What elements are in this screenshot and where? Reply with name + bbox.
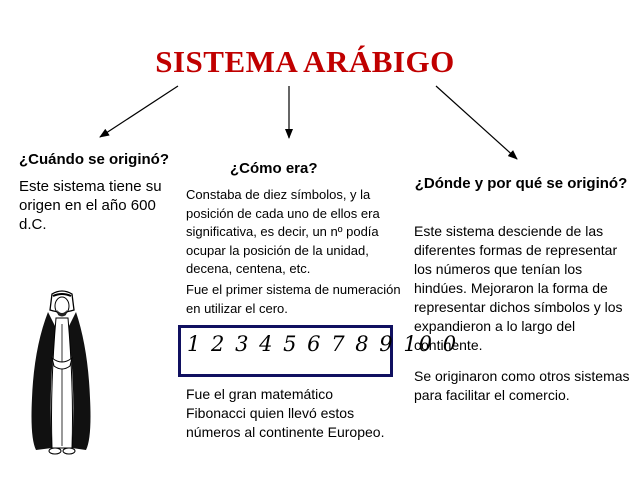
- question-where-why: ¿Dónde y por qué se originó?: [414, 175, 628, 192]
- fibonacci-text: Fue el gran matemático Fibonacci quien l…: [186, 386, 385, 440]
- arabic-numerals: 1 2 3 4 5 6 7 8 9 10 0: [187, 332, 459, 356]
- arrow-left: [99, 85, 179, 138]
- numerals-box: 1 2 3 4 5 6 7 8 9 10 0: [178, 325, 459, 377]
- question-how: ¿Cómo era?: [230, 160, 318, 177]
- zero-text: Fue el primer sistema de numeración en u…: [186, 282, 401, 316]
- commerce-text: Se originaron como otros sistemas para f…: [414, 368, 630, 403]
- arrow-right: [435, 85, 518, 160]
- page-title: SISTEMA ARÁBIGO: [155, 44, 455, 79]
- question-when: ¿Cuándo se originó?: [19, 151, 169, 168]
- answer-how: Constaba de diez símbolos, y la posición…: [186, 187, 380, 276]
- answer-where-why: Este sistema desciende de las diferentes…: [414, 223, 623, 353]
- arab-man-illustration: [31, 290, 91, 455]
- answer-when: Este sistema tiene su origen en el año 6…: [19, 178, 162, 233]
